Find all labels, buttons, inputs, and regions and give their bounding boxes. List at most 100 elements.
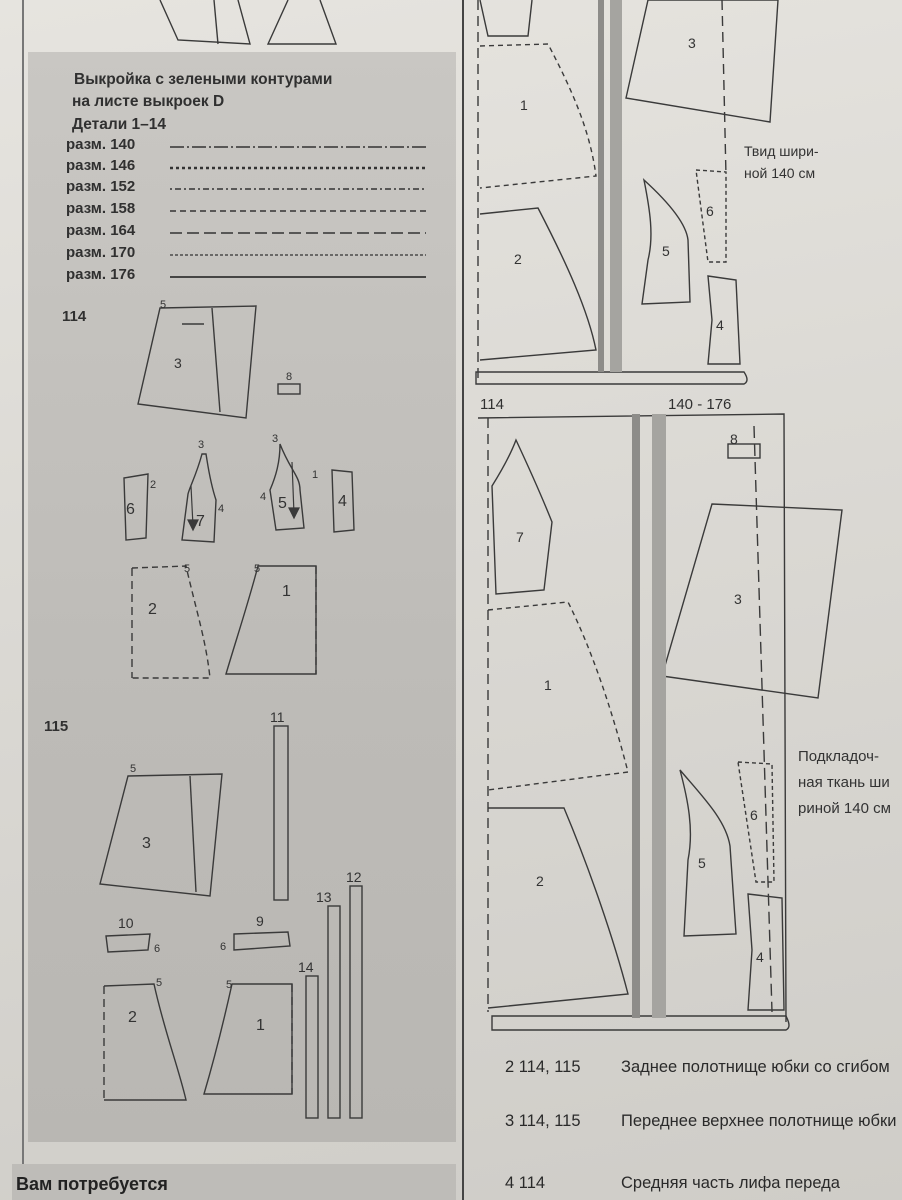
tweed-note: Твид шири- ной 140 см: [744, 143, 819, 181]
label-5-114: 5: [278, 495, 287, 512]
label-mark-6-115-a: 6: [154, 943, 160, 955]
layout-piece-4-top: [707, 275, 741, 365]
label-3-114: 3: [174, 355, 182, 371]
lining-selvage: [632, 414, 640, 1018]
label-14-115: 14: [298, 959, 314, 975]
size-row-170: разм. 170: [66, 244, 426, 264]
piece-6-114: [123, 473, 149, 541]
piece-13-115: [327, 905, 341, 1119]
layout-model-114: 114: [480, 396, 504, 413]
pattern-details: Детали 1–14: [72, 116, 167, 133]
layout-label-1-top: 1: [520, 97, 528, 113]
layout-label-8: 8: [730, 431, 738, 447]
piece-numbers: 3 8 6 7 5 4 2 1 5 2 3 3 4 4 1 5 5 3 5 11…: [118, 299, 362, 1034]
size-row-158: разм. 158: [66, 200, 426, 220]
size-row-164: разм. 164: [66, 222, 426, 242]
label-mark-2-114: 2: [150, 479, 156, 491]
layout-piece-6: [737, 761, 775, 883]
column-divider: [462, 0, 464, 1200]
layout-piece-3-top: [625, 0, 779, 123]
label-9-115: 9: [256, 913, 264, 929]
size-row-152: разм. 152: [66, 178, 426, 198]
piece-1-114: [225, 565, 317, 675]
label-2-115: 2: [128, 1009, 137, 1026]
layout-size-range: 140 - 176: [668, 396, 732, 413]
size-row-140: разм. 140: [66, 136, 426, 156]
label-2-114: 2: [148, 601, 157, 618]
layout-piece-8: [727, 443, 761, 459]
piece-14-115: [305, 975, 319, 1119]
label-mark-5-115-c: 5: [226, 979, 232, 991]
label-mark-4-114-a: 4: [218, 503, 224, 515]
pattern-title-line-1: Выкройка с зелеными контурами: [74, 71, 333, 88]
size-line-fine-dash: [170, 254, 426, 256]
piece-11-115: [273, 725, 289, 901]
model-number-114: 114: [62, 308, 87, 325]
label-3-115: 3: [142, 835, 151, 852]
size-line-solid: [170, 276, 426, 278]
label-4-114: 4: [338, 493, 347, 510]
top-layout-selvage: [598, 0, 604, 372]
layout-piece-1-top: [479, 43, 597, 189]
size-line-dash-dot: [170, 146, 426, 148]
label-mark-3-114-a: 3: [198, 439, 204, 451]
label-mark-4-114-b: 4: [260, 491, 266, 503]
piece-8-114: [277, 383, 301, 395]
size-row-146: разм. 146: [66, 157, 426, 177]
label-12-115: 12: [346, 869, 362, 885]
label-mark-6-115-b: 6: [220, 941, 226, 953]
label-mark-5-114-b: 5: [184, 563, 190, 575]
label-11-115: 11: [270, 709, 285, 725]
label-8-114: 8: [286, 371, 292, 383]
piece-3-114: [137, 305, 257, 419]
piece-2-114: [131, 565, 211, 679]
left-margin-rule: [22, 0, 24, 1200]
size-line-long-dash: [170, 232, 426, 234]
layout-label-6-top: 6: [706, 203, 714, 219]
layout-piece-4: [747, 893, 785, 1011]
label-mark-5-115-a: 5: [130, 763, 136, 775]
piece-1-115: [203, 983, 293, 1095]
size-line-dot-dash: [170, 188, 426, 190]
label-10-115: 10: [118, 915, 134, 931]
layout-label-1: 1: [544, 677, 552, 693]
label-1-114: 1: [282, 583, 291, 600]
layout-label-6: 6: [750, 807, 758, 823]
label-13-115: 13: [316, 889, 332, 905]
piece-10-115: [105, 933, 151, 953]
piece-12-115: [349, 885, 363, 1119]
layout-label-2: 2: [536, 873, 544, 889]
layout-numbers: 1 2 3 5 6 4 7 1 2 3 8 5 6 4: [514, 35, 764, 965]
piece-4-114: [331, 469, 355, 533]
layout-label-3: 3: [734, 591, 742, 607]
layout-piece-5: [679, 769, 737, 937]
piece-2-115: [103, 983, 187, 1101]
label-mark-1-114: 1: [312, 469, 318, 481]
piece-5-114: [269, 443, 305, 531]
materials-heading: Вам потребуется: [16, 1174, 168, 1194]
layout-label-5: 5: [698, 855, 706, 871]
piece-9-115: [233, 931, 291, 951]
pattern-title-line-2: на листе выкроек D: [72, 93, 225, 110]
layout-piece-1: [487, 601, 629, 791]
label-mark-5-114-a: 5: [160, 299, 166, 311]
layout-label-3-top: 3: [688, 35, 696, 51]
label-7-114: 7: [196, 513, 205, 530]
piece-3-115: [99, 773, 223, 897]
size-row-176: разм. 176: [66, 266, 426, 286]
layout-label-4-top: 4: [716, 317, 724, 333]
layout-piece-5-top: [641, 178, 691, 305]
label-mark-3-114-b: 3: [272, 433, 278, 445]
lining-note: Подкладоч- ная ткань ши риной 140 см: [798, 748, 891, 817]
layout-piece-3: [661, 503, 843, 699]
layout-piece-2-top: [479, 207, 597, 361]
model-number-115: 115: [44, 718, 69, 735]
layout-piece-2: [487, 807, 629, 1009]
layout-label-5-top: 5: [662, 243, 670, 259]
layout-label-4: 4: [756, 949, 764, 965]
footer-band: [12, 1164, 456, 1200]
size-line-dash: [170, 210, 426, 212]
label-1-115: 1: [256, 1017, 265, 1034]
